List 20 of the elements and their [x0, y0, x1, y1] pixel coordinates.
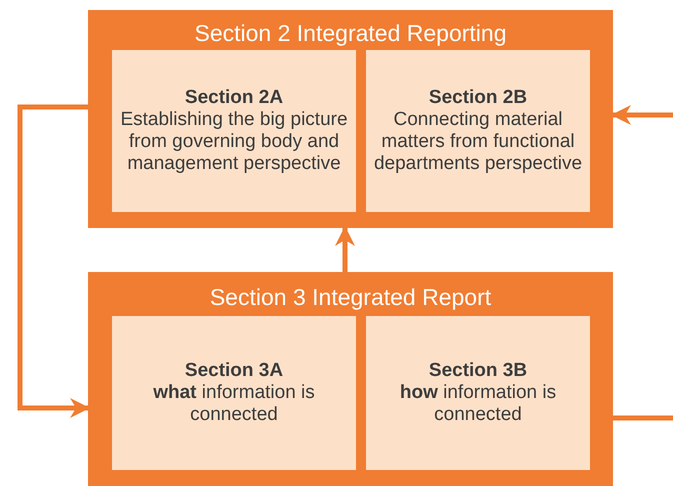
- subsection-heading: Section 2A: [184, 87, 284, 109]
- section-panel: [88, 10, 613, 228]
- subsection-box: [112, 50, 356, 212]
- arrow: [335, 226, 355, 272]
- subsection-text: Connecting material matters from functional departments perspective: [372, 109, 584, 175]
- subsection-text: how information is connected: [398, 382, 558, 426]
- connector-line: [613, 416, 673, 420]
- subsection-heading: Section 3A: [184, 360, 284, 382]
- subsection-text: what information is connected: [152, 382, 316, 426]
- section-title: Section 3 Integrated Report: [208, 286, 492, 309]
- subsection-heading: Section 2B: [428, 87, 528, 109]
- subsection-box: [366, 316, 590, 470]
- arrow: [611, 105, 673, 125]
- subsection-box: [112, 316, 356, 470]
- section-panel: [88, 272, 613, 486]
- arrow: [18, 104, 90, 418]
- subsection-text: Establishing the big picture from governing body and management perspective: [119, 109, 349, 175]
- subsection-box: [366, 50, 590, 212]
- section-title: Section 2 Integrated Reporting: [194, 22, 508, 45]
- subsection-heading: Section 3B: [428, 360, 528, 382]
